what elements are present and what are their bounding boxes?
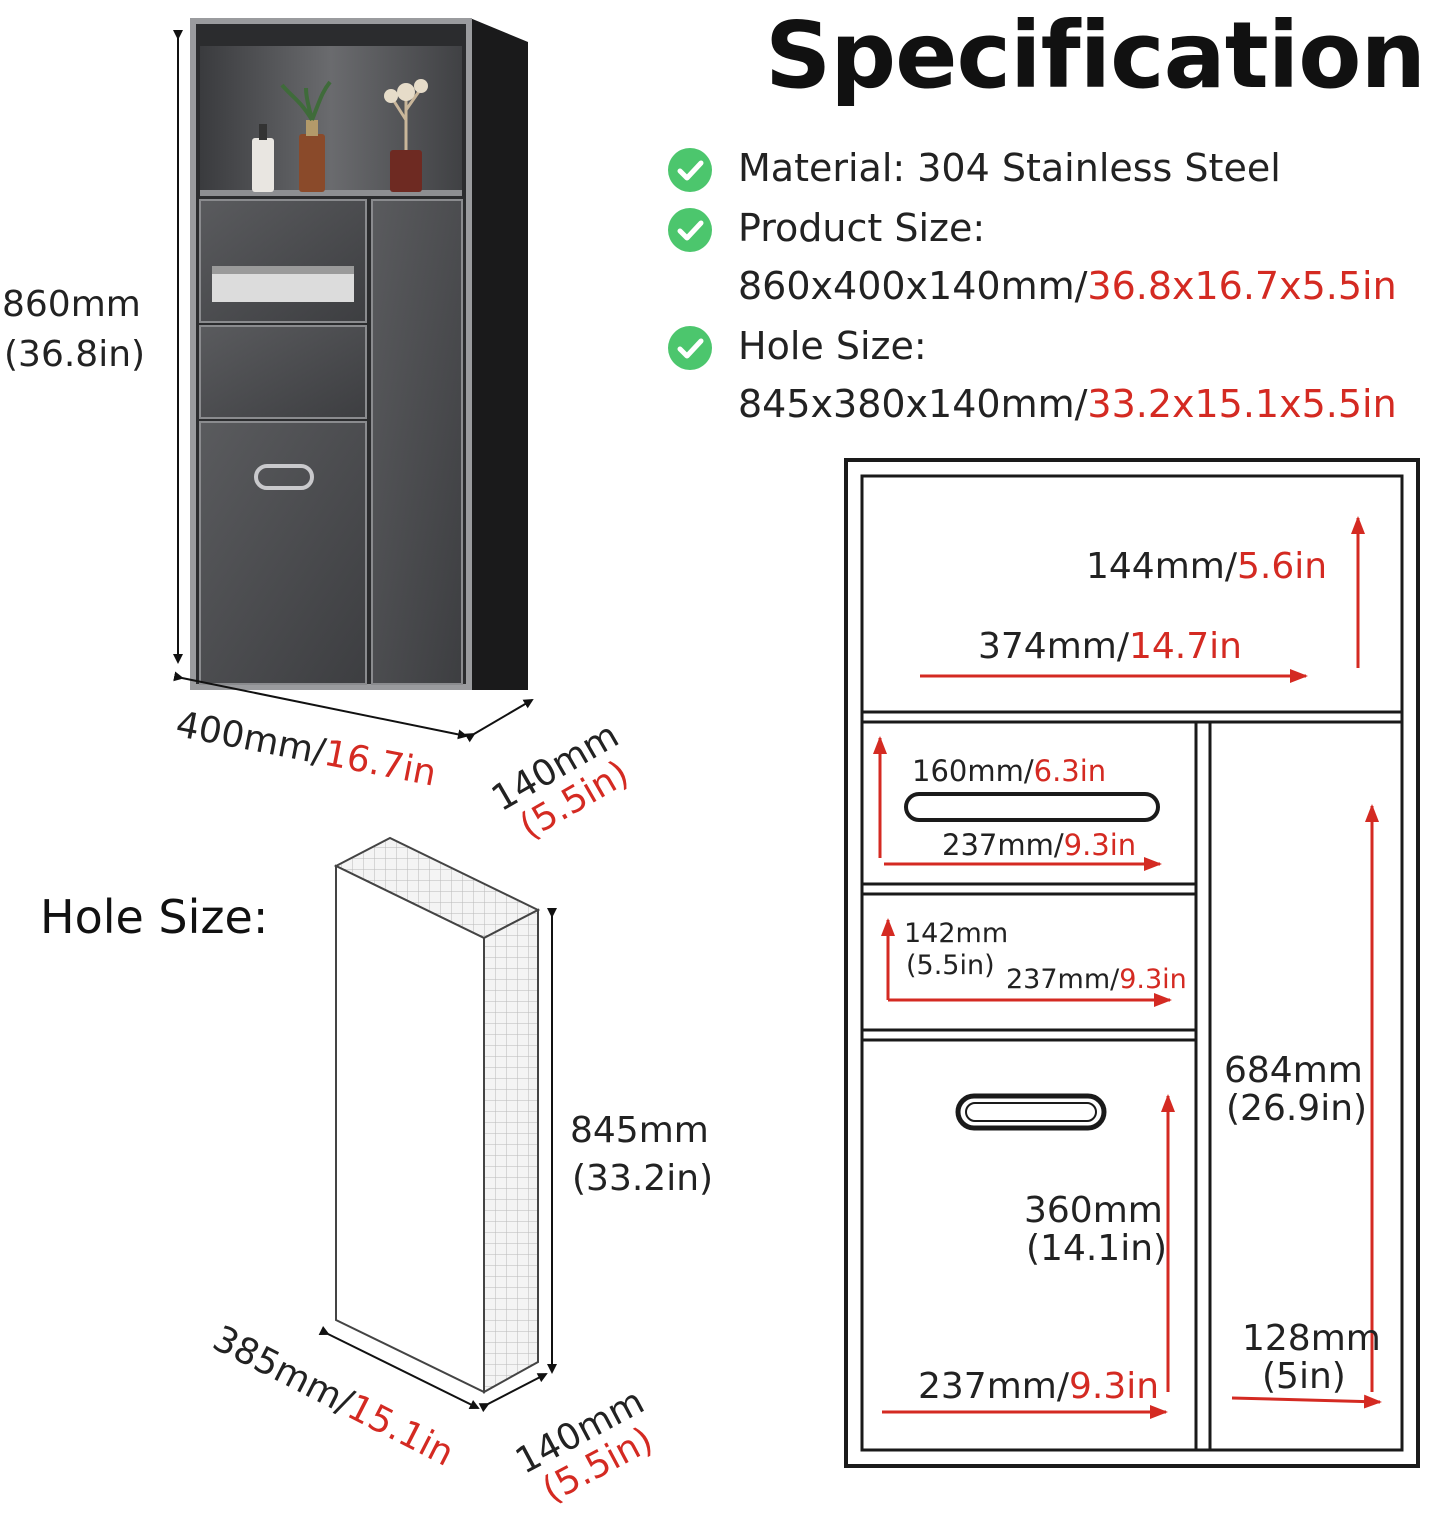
drawer2-width: 237mm/9.3in [1006,964,1187,995]
check-icon [668,326,712,370]
spec-hole-mm: 845x380x140mm/ [738,382,1088,426]
hole-block-illustration [318,836,557,1413]
measurement-arrows [873,516,1382,1419]
hole-width-line [318,1325,480,1409]
bottom-door-width: 237mm/9.3in [918,1368,1159,1406]
spec-product-size: 860x400x140mm/36.8x16.7x5.5in [738,264,1397,308]
bottom-door-height-mm: 360mm [1024,1190,1163,1231]
bottom-door-height-in: (14.1in) [1026,1228,1168,1269]
spec-hole-in: 33.2x15.1x5.5in [1087,382,1397,426]
drawer1-width-mm: 237mm/ [942,828,1064,862]
hole-depth-line [478,1373,548,1413]
bottom-door-width-mm: 237mm/ [918,1366,1069,1407]
top-shelf-height-in: 5.6in [1236,546,1328,587]
top-shelf-height: 144mm/5.6in [1086,548,1327,586]
drawer2-height-mm: 142mm [904,918,1009,949]
drawer1-width-in: 9.3in [1063,828,1137,862]
drawer2-width-in: 9.3in [1119,964,1187,995]
cabinet-height-mm: 860mm [2,284,141,325]
drawer2-height-in: (5.5in) [906,950,995,981]
side-door-height-in: (26.9in) [1226,1088,1368,1129]
decor-bottles [252,79,428,192]
spec-hole-label: Hole Size: [738,324,927,368]
cabinet-illustration [173,18,534,743]
top-shelf-width-in: 14.7in [1128,626,1242,667]
drawer1-height-in: 6.3in [1033,754,1107,788]
drawer1-width: 237mm/9.3in [942,830,1136,860]
spec-product-mm: 860x400x140mm/ [738,264,1088,308]
cabinet-width-line [173,671,468,740]
top-shelf-width-mm: 374mm/ [978,626,1129,667]
top-shelf-height-mm: 144mm/ [1086,546,1237,587]
hole-size-title: Hole Size: [40,890,269,944]
page-title: Specification [765,2,1426,109]
side-door-height-mm: 684mm [1224,1050,1363,1091]
cabinet-depth-line [464,698,534,743]
side-door-width-in: (5in) [1262,1356,1346,1397]
drawer2-width-mm: 237mm/ [1006,964,1120,995]
door-handle [955,1093,1107,1131]
drawer1-height: 160mm/6.3in [912,756,1106,786]
top-shelf-width: 374mm/14.7in [978,628,1242,666]
spec-product-label: Product Size: [738,206,986,250]
bottom-door-width-in: 9.3in [1068,1366,1160,1407]
spec-product-in: 36.8x16.7x5.5in [1087,264,1397,308]
check-icon [668,148,712,192]
check-icon [668,208,712,252]
hole-height-mm: 845mm [570,1110,709,1151]
spec-material: Material: 304 Stainless Steel [738,146,1281,190]
spec-hole-size: 845x380x140mm/33.2x15.1x5.5in [738,382,1397,426]
front-view-schematic [844,458,1420,1468]
drawer-handle-slot [904,792,1160,822]
side-door-width-mm: 128mm [1242,1318,1381,1359]
hole-height-in: (33.2in) [572,1158,714,1199]
cabinet-height-in: (36.8in) [4,334,146,375]
drawer1-height-mm: 160mm/ [912,754,1034,788]
